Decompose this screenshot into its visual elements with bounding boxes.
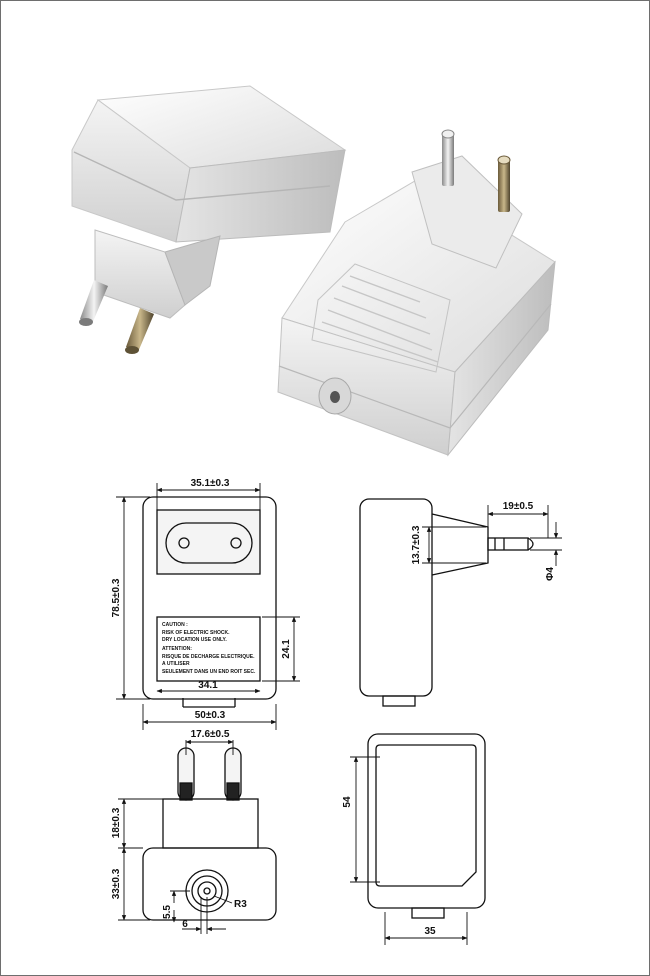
dim-front-height: 78.5±0.3: [111, 578, 122, 617]
product-photo: [71, 85, 556, 457]
dim-bottom-plug-depth: 18±0.3: [111, 807, 122, 838]
label-line-4: ATTENTION:: [162, 646, 192, 652]
plug-pins-left: [79, 280, 154, 354]
dim-bottom-socket-radius: R3: [234, 899, 247, 910]
dim-front-label-height: 24.1: [281, 639, 292, 659]
dim-side-plug-height: 13.7±0.3: [411, 525, 422, 564]
side-view: [359, 498, 534, 707]
technical-drawing: CAUTION : RISK OF ELECTRIC SHOCK. DRY LO…: [111, 478, 562, 945]
caution-label: CAUTION : RISK OF ELECTRIC SHOCK. DRY LO…: [162, 622, 256, 675]
label-line-3: DRY LOCATION USE ONLY.: [162, 637, 227, 643]
dim-bottom-socket-offset-x: 6: [182, 919, 188, 930]
label-line-5: RISQUE DE DECHARGE ELECTRIQUE.: [162, 654, 255, 660]
dim-side-pin-diameter: Φ4: [545, 567, 556, 581]
label-line-1: CAUTION :: [162, 622, 188, 628]
dim-front-pin-spacing: 35.1±0.3: [191, 478, 230, 489]
dim-bottom-socket-offset-y: 5.5: [162, 905, 173, 919]
label-line-6: A UTILISER: [162, 661, 190, 667]
back-view: [367, 733, 486, 919]
plug-pins-right: [441, 129, 511, 212]
embossed-label-photo: [321, 275, 439, 363]
bottom-view: [142, 747, 277, 921]
dim-back-height: 54: [342, 796, 353, 808]
front-view: [142, 496, 277, 708]
dim-front-width: 50±0.3: [195, 710, 226, 721]
adapter-photo-left: [71, 85, 347, 354]
dim-bottom-body-depth: 33±0.3: [111, 868, 122, 899]
dim-side-pin-length: 19±0.5: [503, 501, 534, 512]
dim-back-width: 35: [424, 926, 436, 937]
dim-bottom-pin-spacing: 17.6±0.5: [191, 729, 230, 740]
dim-front-label-width: 34.1: [198, 680, 218, 691]
adapter-photo-right: [277, 129, 556, 457]
label-line-7: SEULEMENT DANS UN END ROIT SEC.: [162, 669, 256, 675]
label-line-2: RISK OF ELECTRIC SHOCK.: [162, 630, 230, 636]
